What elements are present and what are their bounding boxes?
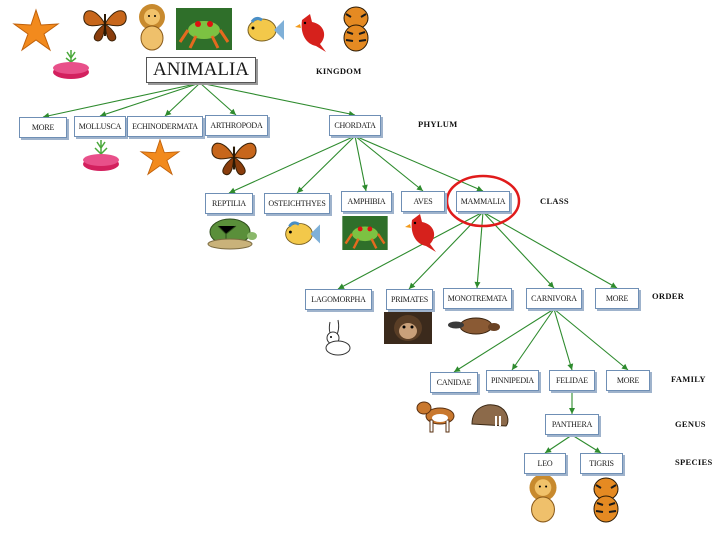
- connector-line: [354, 135, 367, 192]
- connector-arrowhead: [512, 363, 518, 370]
- connector-arrowhead: [165, 109, 172, 116]
- sea-anemone-image: [83, 140, 119, 171]
- connector-line: [476, 211, 484, 289]
- lion-image: [529, 474, 557, 523]
- connector-arrowhead: [569, 408, 575, 414]
- frog-image: [176, 8, 232, 50]
- phylum-chordata-box[interactable]: CHORDATA: [329, 115, 381, 136]
- class-osteichthyes-box[interactable]: OSTEICHTHYES: [264, 193, 330, 214]
- beagle-image: [416, 401, 455, 433]
- turtle-image: [207, 218, 257, 250]
- species-leo-box[interactable]: LEO: [524, 453, 566, 474]
- starfish-image: [139, 138, 181, 176]
- phylum-echinodermata-box[interactable]: ECHINODERMATA: [127, 116, 203, 137]
- phylum-more-box[interactable]: MORE: [19, 117, 67, 138]
- phylum-arthropoda-box[interactable]: ARTHROPODA: [205, 115, 268, 136]
- connector-line: [553, 308, 573, 371]
- butterfly-image: [211, 142, 257, 176]
- connector-line: [164, 82, 201, 117]
- connector-arrowhead: [474, 281, 481, 288]
- connector-arrowhead: [297, 186, 304, 193]
- connector-line: [354, 135, 484, 192]
- rank-label-kingdom: KINGDOM: [316, 66, 362, 76]
- rabbit-image: [325, 319, 351, 356]
- tiger-image: [593, 477, 619, 523]
- order-primates-box[interactable]: PRIMATES: [386, 289, 433, 310]
- lion-image: [139, 4, 165, 51]
- family-more-box[interactable]: MORE: [606, 370, 650, 391]
- cardinal-image: [295, 14, 326, 52]
- cardinal-image: [405, 214, 436, 252]
- fish-image: [247, 16, 284, 42]
- connector-line: [337, 211, 484, 290]
- order-lagomorpha-box[interactable]: LAGOMORPHA: [305, 289, 372, 310]
- walrus-image: [471, 404, 509, 427]
- class-mammalia-box[interactable]: MAMMALIA: [456, 191, 510, 212]
- connector-line: [199, 82, 237, 116]
- genus-panthera-box[interactable]: PANTHERA: [545, 414, 599, 435]
- species-tigris-box[interactable]: TIGRIS: [580, 453, 623, 474]
- family-pinnipedia-box[interactable]: PINNIPEDIA: [486, 370, 539, 391]
- connector-line: [99, 82, 201, 117]
- rank-label-order: ORDER: [652, 291, 685, 301]
- connector-arrowhead: [100, 111, 107, 117]
- tiger-image: [343, 6, 369, 52]
- mammalia-highlight-circle: [445, 174, 521, 228]
- connector-line: [453, 308, 555, 373]
- connector-arrowhead: [229, 108, 236, 115]
- connector-arrowhead: [545, 447, 552, 453]
- rank-label-class: CLASS: [540, 196, 569, 206]
- frog-image: [342, 216, 388, 250]
- connector-line: [228, 135, 356, 194]
- family-canidae-box[interactable]: CANIDAE: [430, 372, 478, 393]
- connector-arrowhead: [416, 184, 423, 191]
- class-aves-box[interactable]: AVES: [401, 191, 445, 212]
- connector-arrowhead: [361, 184, 368, 191]
- rank-label-species: SPECIES: [675, 457, 713, 467]
- connector-arrowhead: [409, 282, 416, 289]
- connector-arrowhead: [476, 185, 483, 192]
- connector-line: [296, 135, 356, 194]
- connector-arrowhead: [610, 282, 617, 288]
- order-more-box[interactable]: MORE: [595, 288, 639, 309]
- connector-line: [482, 211, 618, 289]
- connector-arrowhead: [338, 283, 345, 289]
- connector-arrowhead: [229, 187, 236, 194]
- connector-line: [354, 135, 424, 192]
- connector-line: [42, 82, 201, 118]
- connector-line: [199, 82, 356, 116]
- chimpanzee-image: [384, 312, 432, 344]
- family-felidae-box[interactable]: FELIDAE: [549, 370, 595, 391]
- class-amphibia-box[interactable]: AMPHIBIA: [341, 191, 392, 212]
- connector-arrowhead: [567, 363, 574, 370]
- connector-line: [511, 308, 555, 371]
- rank-label-phylum: PHYLUM: [418, 119, 458, 129]
- fish-image: [285, 221, 320, 245]
- sea-anemone-image: [53, 50, 89, 79]
- order-carnivora-box[interactable]: CARNIVORA: [526, 288, 582, 309]
- starfish-image: [12, 8, 60, 52]
- kingdom-animalia-box[interactable]: ANIMALIA: [146, 57, 256, 83]
- connector-arrowhead: [621, 363, 628, 370]
- connector-arrowhead: [547, 281, 554, 288]
- class-reptilia-box[interactable]: REPTILIA: [205, 193, 253, 214]
- order-monotremata-box[interactable]: MONOTREMATA: [443, 288, 512, 309]
- connector-arrowhead: [594, 447, 601, 453]
- rank-label-genus: GENUS: [675, 419, 706, 429]
- butterfly-image: [83, 10, 127, 42]
- phylum-mollusca-box[interactable]: MOLLUSCA: [74, 116, 126, 137]
- connector-line: [553, 308, 629, 371]
- connector-arrowhead: [454, 366, 461, 372]
- rank-label-family: FAMILY: [671, 374, 706, 384]
- platypus-image: [448, 317, 500, 335]
- connector-line: [482, 211, 555, 289]
